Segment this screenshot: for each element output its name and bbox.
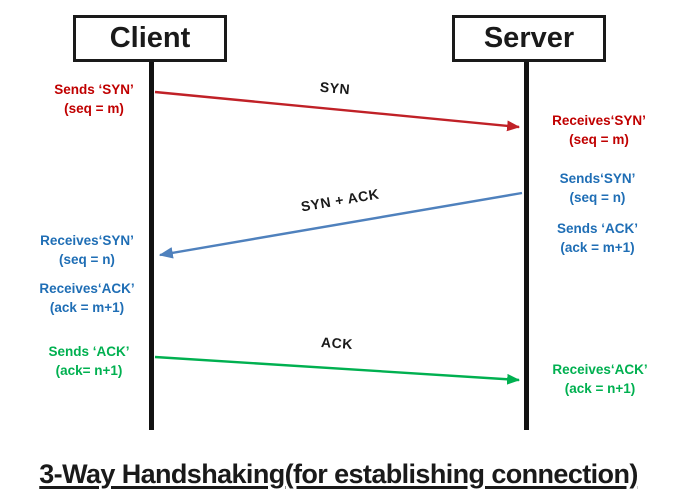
server-receives-syn-line1: Receives‘SYN’ <box>552 113 646 128</box>
client-lifeline <box>149 62 154 430</box>
server-sends-ack-line1: Sends ‘ACK’ <box>556 221 638 236</box>
client-receives-ack-line2: (ack = m+1) <box>49 299 125 315</box>
server-receives-ack-annotation: Receives‘ACK’ (ack = n+1) <box>540 361 660 399</box>
syn-ack-message-label: SYN + ACK <box>299 185 381 215</box>
syn-arrow <box>154 90 521 132</box>
syn-message-label: SYN <box>319 78 351 98</box>
client-sends-ack-annotation: Sends ‘ACK’ (ack= n+1) <box>33 343 145 381</box>
client-sends-syn-line1: Sends ‘SYN’ <box>54 82 134 97</box>
client-sends-syn-line2: (seq = m) <box>64 100 124 116</box>
client-receives-ack-line1: Receives‘ACK’ <box>39 281 135 296</box>
server-receives-syn-annotation: Receives‘SYN’ (seq = m) <box>540 112 658 150</box>
client-receives-syn-annotation: Receives‘SYN’ (seq = n) <box>26 232 148 270</box>
server-sends-syn-line2: (seq = n) <box>569 189 626 205</box>
ack-message-label: ACK <box>320 334 354 352</box>
ack-arrow <box>154 355 521 385</box>
server-sends-ack-line2: (ack = m+1) <box>560 239 635 255</box>
client-actor-box: Client <box>73 15 227 62</box>
client-sends-ack-line1: Sends ‘ACK’ <box>48 344 130 359</box>
server-sends-syn-annotation: Sends‘SYN’ (seq = n) <box>540 170 655 208</box>
server-receives-ack-line1: Receives‘ACK’ <box>552 362 648 377</box>
server-actor-label: Server <box>483 22 575 54</box>
server-actor-box: Server <box>452 15 606 62</box>
server-sends-syn-line1: Sends‘SYN’ <box>559 171 636 186</box>
server-receives-syn-line2: (seq = m) <box>569 131 629 147</box>
server-sends-ack-annotation: Sends ‘ACK’ (ack = m+1) <box>540 220 655 258</box>
server-receives-ack-line2: (ack = n+1) <box>564 380 636 396</box>
server-lifeline <box>524 62 529 430</box>
client-receives-ack-annotation: Receives‘ACK’ (ack = m+1) <box>26 280 148 318</box>
client-receives-syn-line1: Receives‘SYN’ <box>40 233 134 248</box>
client-receives-syn-line2: (seq = n) <box>59 251 115 267</box>
client-sends-ack-line2: (ack= n+1) <box>55 362 123 378</box>
client-sends-syn-annotation: Sends ‘SYN’ (seq = m) <box>38 81 150 119</box>
client-actor-label: Client <box>109 22 191 54</box>
diagram-title: 3-Way Handshaking(for establishing conne… <box>39 459 638 489</box>
